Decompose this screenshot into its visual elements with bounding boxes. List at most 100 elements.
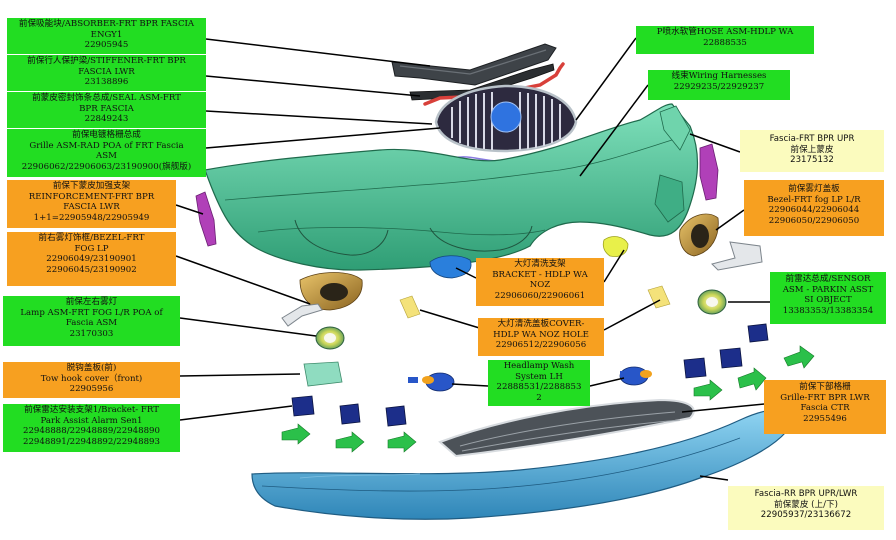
label-hose: P喷水软管HOSE ASM-HDLP WA 22888535: [636, 26, 814, 54]
label-sensor-line2: ASM - PARKIN ASST: [782, 284, 874, 295]
label-hdlp-cover: 大灯清洗盖板COVER- HDLP WA NOZ HOLE 22906512/2…: [478, 318, 604, 356]
label-bezel-fog-line2: Bezel-FRT fog LP L/R: [767, 194, 861, 205]
lower-grille-part: [438, 398, 695, 458]
label-wiring-line1: 线束Wiring Harnesses: [671, 71, 767, 81]
label-lower-grille: 前保下部格栅 Grille-FRT BPR LWR Fascia CTR 229…: [764, 380, 886, 434]
label-hdlp-bracket: 大灯清洗支架 BRACKET - HDLP WA NOZ 22906060/22…: [476, 258, 604, 306]
label-headlamp-wash-line3: 22888531/2288853: [496, 382, 582, 393]
label-stiffener: 前保行人保护梁/STIFFENER-FRT BPR FASCIA LWR 231…: [7, 55, 206, 91]
sensor-part: [693, 379, 723, 401]
label-fog-lamp-line1: 前保左右雾灯: [65, 297, 118, 307]
label-radar-bracket-line4: 22948891/22948892/22948893: [22, 436, 160, 447]
label-grille-line4: 22906062/22906063/23190900(旗舰版): [21, 161, 192, 172]
label-radar-bracket-line2: Park Assist Alarm Sen1: [40, 415, 143, 426]
label-radar-bracket: 前保雷达安装支架1/Bracket- FRT Park Assist Alarm…: [3, 404, 180, 452]
label-grille: 前保电镀格栅总成 Grille ASM-RAD POA of FRT Fasci…: [7, 129, 206, 177]
sensor-part: [387, 431, 417, 453]
label-fog-lamp-line2: Lamp ASM-FRT FOG L/R POA of: [20, 307, 163, 318]
sensor-part: [335, 431, 365, 453]
radar-bracket-part: [747, 323, 769, 343]
tow-hook-cover-part: [303, 361, 343, 387]
chrome-strip-left-part: [281, 303, 323, 327]
label-bezel-fog-line1: 前保雾灯盖板: [788, 184, 840, 194]
label-hdlp-cover-line3: 22906512/22906056: [495, 340, 587, 351]
label-lower-grille-line2: Grille-FRT BPR LWR: [780, 392, 870, 403]
radar-bracket-part: [291, 395, 315, 417]
label-radar-bracket-line1: 前保雷达安装支架1/Bracket- FRT: [24, 405, 159, 415]
seal-strip-part: [423, 62, 565, 106]
label-fascia-lower-line2: 前保蒙皮 (上/下): [774, 499, 838, 510]
label-seal-line3: 22849243: [84, 114, 129, 125]
label-seal: 前蒙皮密封饰条总成/SEAL ASM-FRT BPR FASCIA 228492…: [7, 92, 206, 128]
label-grille-line3: ASM: [96, 151, 117, 162]
label-lower-grille-line4: 22955496: [803, 413, 847, 424]
label-sensor-line3: SI OBJECT: [804, 295, 852, 306]
label-bezel-fog: 前保雾灯盖板 Bezel-FRT fog LP L/R 22906044/229…: [744, 180, 884, 236]
label-grille-line2: Grille ASM-RAD POA of FRT Fascia: [29, 140, 184, 151]
label-fascia-upper-line2: 前保上蒙皮: [790, 144, 834, 155]
label-fascia-lower-line3: 22905937/23136672: [760, 510, 852, 521]
label-lower-grille-line3: Fascia CTR: [800, 403, 850, 414]
headlamp-wash-left-part: [408, 372, 455, 392]
radar-bracket-part: [719, 347, 743, 369]
label-fog-lamp-line3: Fascia ASM: [65, 318, 118, 329]
label-fascia-upper-line3: 23175132: [790, 155, 834, 166]
label-bezel-right-line2: FOG LP: [74, 243, 109, 254]
label-sensor: 前雷达总成/SENSOR ASM - PARKIN ASST SI OBJECT…: [770, 272, 886, 324]
label-reinforcement-line4: 1+1=22905948/22905949: [33, 212, 150, 223]
label-fog-lamp: 前保左右雾灯 Lamp ASM-FRT FOG L/R POA of Fasci…: [3, 296, 180, 346]
label-absorber-line3: 22905945: [84, 40, 129, 51]
label-reinforcement-line1: 前保下蒙皮加强支架: [52, 181, 131, 191]
label-fog-lamp-line4: 23170303: [69, 328, 114, 339]
fog-lamp-left-part: [315, 326, 345, 350]
label-bezel-fog-line4: 22906050/22906050: [768, 215, 860, 226]
label-bezel-right-line1: 前右雾灯饰框/BEZEL-FRT: [38, 233, 145, 243]
label-absorber-line2: ENGY1: [90, 29, 123, 40]
sensor-part: [737, 367, 767, 391]
label-fascia-lower: Fascia-RR BPR UPR/LWR 前保蒙皮 (上/下) 2290593…: [728, 486, 884, 530]
label-headlamp-wash-line1: Headlamp Wash: [503, 361, 575, 371]
label-sensor-line1: 前雷达总成/SENSOR: [785, 274, 871, 284]
grille-part: [434, 84, 578, 153]
label-headlamp-wash: Headlamp Wash System LH 22888531/2288853…: [488, 360, 590, 406]
sensor-part: [281, 423, 311, 445]
label-hdlp-cover-line1: 大灯清洗盖板COVER-: [497, 319, 585, 329]
reinforcement-part: [195, 191, 217, 247]
label-headlamp-wash-line2: System LH: [515, 371, 563, 382]
lower-fascia-part: [251, 409, 787, 520]
sensor-part: [783, 345, 815, 369]
label-radar-bracket-line3: 22948888/22948889/22948890: [22, 426, 160, 437]
label-seal-line2: BPR FASCIA: [79, 103, 134, 114]
label-absorber: 前保吸能块/ABSORBER-FRT BPR FASCIA ENGY1 2290…: [7, 18, 206, 54]
label-tow-hook-line2: Tow hook cover（front): [40, 373, 143, 384]
label-hdlp-bracket-line3: NOZ: [529, 280, 551, 291]
label-sensor-line4: 13383353/13383354: [782, 305, 874, 316]
label-hdlp-bracket-line2: BRACKET - HDLP WA: [492, 269, 588, 280]
label-stiffener-line2: FASCIA LWR: [78, 66, 135, 77]
absorber-part: [391, 43, 557, 86]
label-headlamp-wash-line4: 2: [536, 392, 542, 403]
label-hdlp-bracket-line1: 大灯清洗支架: [514, 259, 566, 269]
hdlp-bracket-yellow-part: [602, 236, 629, 257]
upper-fascia-part: [204, 103, 699, 271]
chrome-strip-part: [711, 241, 763, 271]
label-tow-hook-line1: 脱钩盖板(前): [66, 363, 117, 373]
radar-bracket-part: [385, 405, 407, 427]
label-reinforcement-line2: REINFORCEMENT-FRT BPR: [28, 191, 155, 202]
label-bezel-right: 前右雾灯饰框/BEZEL-FRT FOG LP 22906049/2319090…: [7, 232, 176, 286]
hdlp-cover-left-part: [399, 295, 421, 319]
label-lower-grille-line1: 前保下部格栅: [799, 382, 851, 392]
stiffener-part: [409, 63, 555, 101]
radar-bracket-part: [683, 357, 707, 379]
hdlp-bracket-part: [429, 255, 472, 279]
label-tow-hook-line3: 22905956: [69, 384, 114, 395]
label-hose-line2: 22888535: [703, 37, 747, 48]
label-stiffener-line1: 前保行人保护梁/STIFFENER-FRT BPR: [27, 56, 186, 66]
label-fascia-upper: Fascia-FRT BPR UPR 前保上蒙皮 23175132: [740, 130, 884, 172]
label-tow-hook: 脱钩盖板(前) Tow hook cover（front) 22905956: [3, 362, 180, 398]
reinforcement-right-part: [699, 143, 719, 201]
leader-lines: [175, 37, 770, 481]
bezel-left-part: [299, 272, 363, 311]
label-hose-line1: P喷水软管HOSE ASM-HDLP WA: [656, 27, 794, 37]
